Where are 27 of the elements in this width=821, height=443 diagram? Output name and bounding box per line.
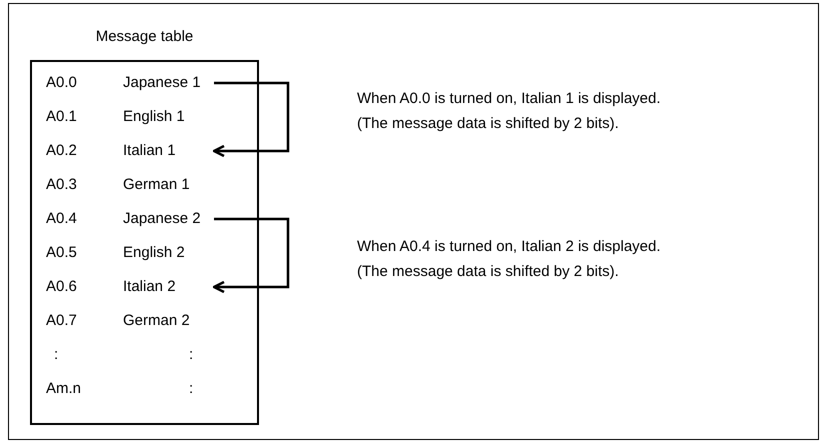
table-title: Message table [96,28,194,46]
message-text: Italian 2 [123,278,176,296]
address-text: A0.5 [46,244,77,262]
message-text: English 1 [123,108,185,126]
address-text: A0.2 [46,142,77,160]
message-text: Japanese 1 [123,74,201,92]
message-text: : [189,346,194,364]
note-text: When A0.0 is turned on, Italian 1 is displayed. [357,90,661,108]
address-text: A0.3 [46,176,77,194]
address-text: Am.n [46,380,82,398]
message-text: German 2 [123,312,190,330]
bracket-arrow [212,82,290,158]
address-text: A0.4 [46,210,77,228]
message-text: German 1 [123,176,190,194]
note-text: (The message data is shifted by 2 bits). [357,263,619,281]
note-text: (The message data is shifted by 2 bits). [357,115,619,133]
address-text: A0.1 [46,108,77,126]
message-text: English 2 [123,244,185,262]
address-text: A0.6 [46,278,77,296]
address-text: A0.0 [46,74,77,92]
note-text: When A0.4 is turned on, Italian 2 is displayed. [357,238,661,256]
message-text: Italian 1 [123,142,176,160]
message-text: : [189,380,194,398]
address-text: : [54,346,58,364]
bracket-arrow [212,218,290,294]
address-text: A0.7 [46,312,77,330]
message-text: Japanese 2 [123,210,201,228]
